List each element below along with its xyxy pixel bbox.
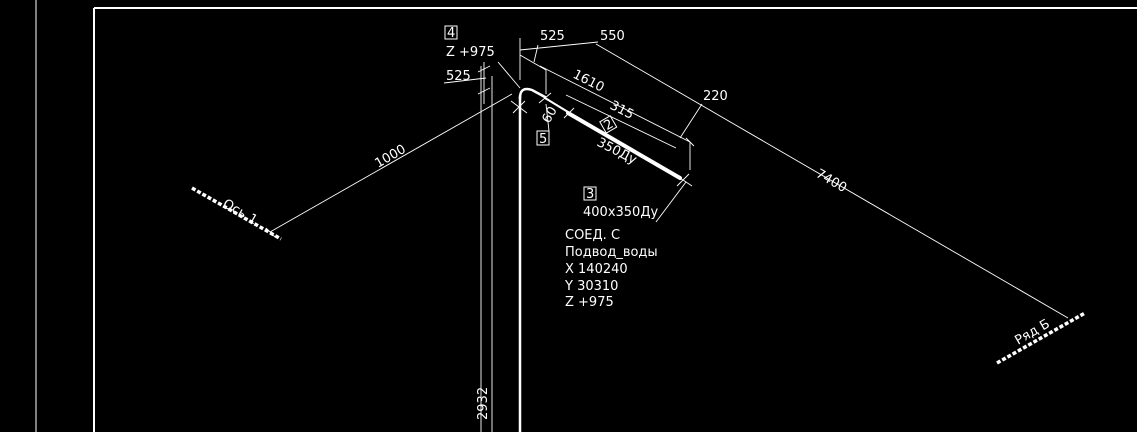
dim-60-text: 60 <box>539 104 560 126</box>
elevation-leader <box>497 61 521 89</box>
dim-550-leader <box>519 41 599 51</box>
connection-x: X 140240 <box>565 262 628 277</box>
marker-4-text: 4 <box>447 26 455 41</box>
weld-cross-flange-a <box>536 92 554 104</box>
marker-5-box <box>536 130 550 146</box>
dim-7400-line <box>595 43 1069 319</box>
dim-525-left-text: 525 <box>446 69 471 84</box>
marker-4-box <box>444 25 458 40</box>
weld-cross-flange-b <box>561 107 577 119</box>
axis-1-label: Ось 1 <box>220 196 260 228</box>
marker-5-text: 5 <box>539 132 547 147</box>
connection-y: Y 30310 <box>564 279 618 294</box>
dim-525-top-line <box>519 54 547 71</box>
dim-525-left-tick-a <box>477 65 491 73</box>
connection-leader <box>655 181 687 223</box>
elevation-top-text: Z +975 <box>446 45 495 60</box>
axis-b-line <box>996 311 1086 365</box>
dim-525-left-leader <box>443 77 487 84</box>
axis-b-label: Ряд Б <box>1013 317 1053 349</box>
dim-1000-text: 1000 <box>373 142 409 172</box>
pipe-elbow <box>518 87 547 100</box>
dim-315-text: 315 <box>607 98 636 123</box>
dim-7400-text: 7400 <box>813 166 849 196</box>
axis-1-line <box>191 186 282 241</box>
dim-220-leader <box>679 103 703 139</box>
dim-2932-text: 2932 <box>476 387 491 420</box>
weld-cross-elbow <box>510 100 528 114</box>
connection-z: Z +975 <box>565 295 614 310</box>
dim-1610-text: 1610 <box>570 67 606 95</box>
dim-220-text: 220 <box>703 89 728 104</box>
marker-3-text: 3 <box>586 187 594 202</box>
marker-3-box <box>583 186 597 201</box>
dim-1610-line <box>539 65 691 143</box>
marker-2-box <box>599 115 618 134</box>
dim-550-text: 550 <box>600 29 625 44</box>
reducer-label: 400х350Ду <box>583 205 658 220</box>
dim-1000-line <box>269 93 513 233</box>
weld-cross-reducer <box>673 173 693 187</box>
dim-1000-tick-a <box>265 227 276 238</box>
marker-5-leader <box>545 103 550 132</box>
dim-525-top-leader <box>533 44 539 63</box>
connection-line-2: Подвод_воды <box>565 245 658 260</box>
dim-1610-tick <box>685 137 695 147</box>
connection-line-1: СОЕД. С <box>565 228 620 243</box>
dim-315-line <box>565 94 677 149</box>
dim-525-top-text: 525 <box>540 29 565 44</box>
marker-2-text: 2 <box>602 117 617 134</box>
horizontal-pipe <box>566 111 682 180</box>
dim-525-left-tick-b <box>477 87 491 95</box>
